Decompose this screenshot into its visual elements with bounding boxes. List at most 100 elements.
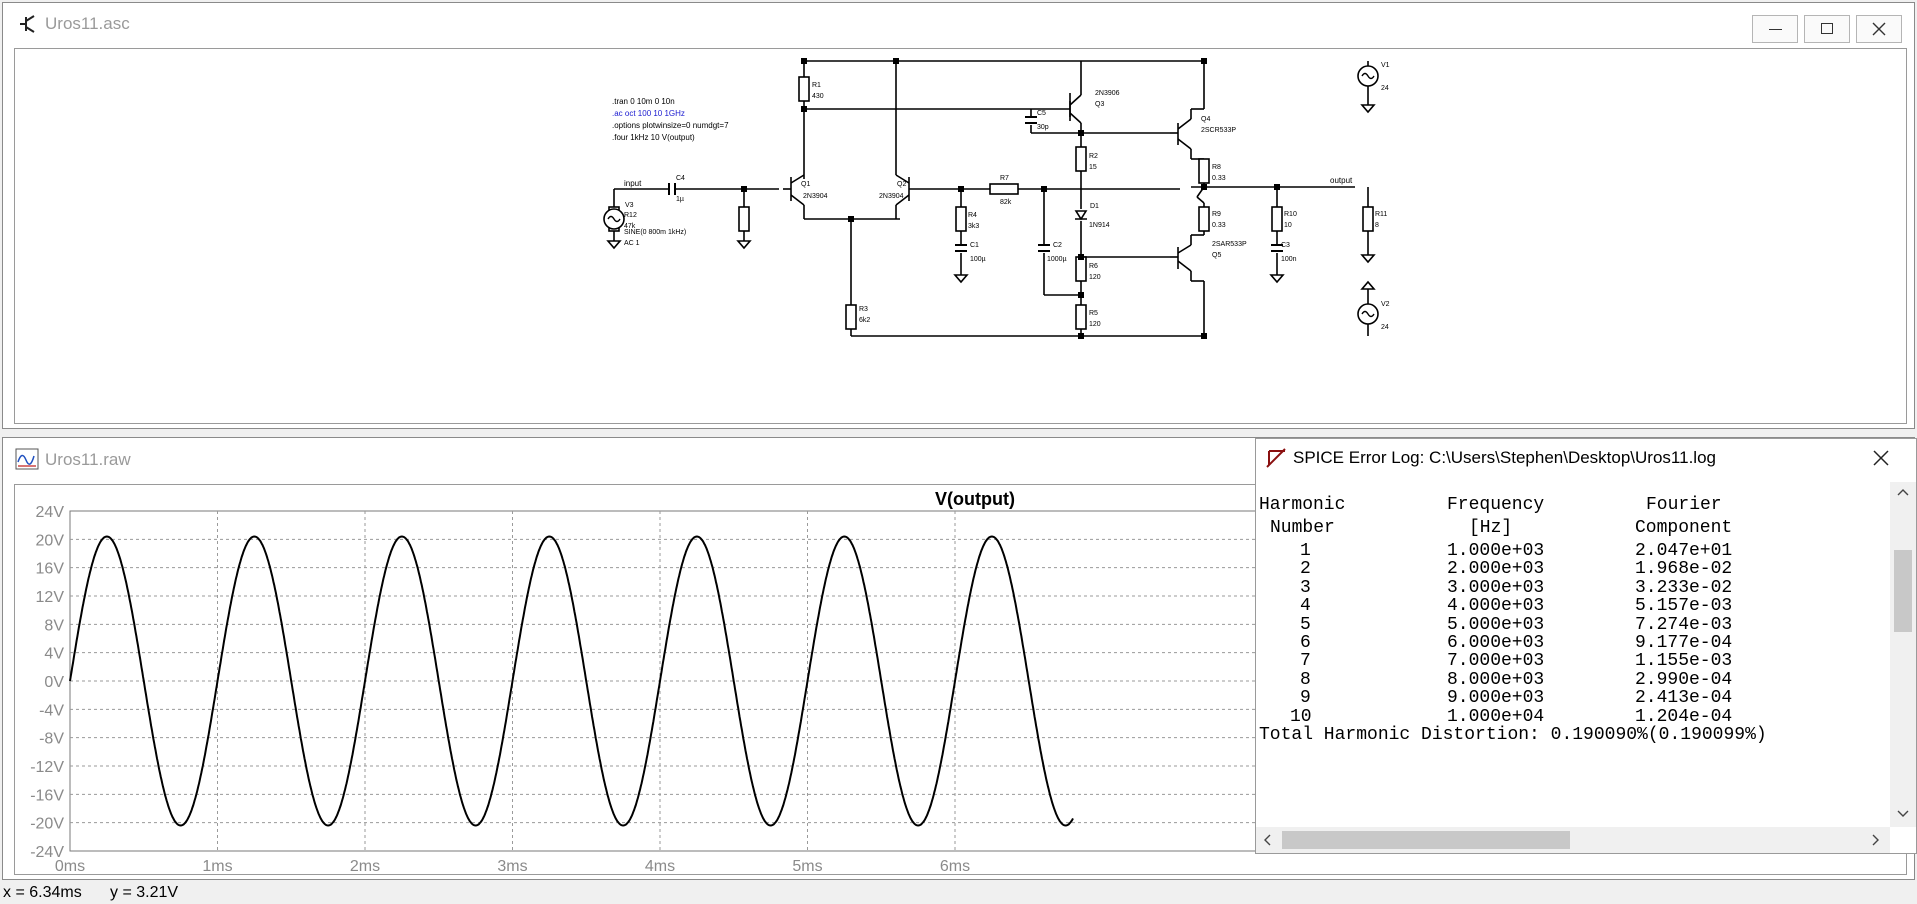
harmonic-number: 4 [1300, 596, 1311, 617]
svg-text:R10: R10 [1284, 211, 1297, 218]
y-tick-label: 0V [44, 674, 64, 691]
r1-value: 430 [812, 93, 824, 100]
trace-v-output[interactable] [69, 535, 1074, 827]
thd-line: Total Harmonic Distortion: 0.190090%(0.1… [1259, 725, 1879, 748]
q3-value: 2N3906 [1095, 90, 1120, 97]
svg-text:R6: R6 [1089, 263, 1098, 270]
q5-value: 2SAR533P [1212, 241, 1247, 248]
svg-text:Q2: Q2 [897, 181, 906, 188]
q2-value: 2N3904 [879, 193, 904, 200]
scroll-right-icon[interactable] [1872, 834, 1880, 846]
minimize-icon [1769, 29, 1782, 30]
v1-value: 24 [1381, 85, 1389, 92]
vertical-scrollbar[interactable] [1890, 482, 1916, 827]
header-fourier: Fourier [1646, 495, 1722, 515]
harmonic-number: 6 [1300, 633, 1311, 653]
svg-text:R12: R12 [624, 212, 637, 219]
horizontal-scroll-thumb[interactable] [1282, 831, 1570, 849]
fourier-component: 2.047e+01 [1635, 541, 1733, 561]
directive-options[interactable]: .options plotwinsize=0 numdgt=7 [612, 121, 729, 130]
harmonic-number: 9 [1300, 688, 1311, 709]
close-icon[interactable] [1873, 450, 1889, 466]
y-tick-label: 12V [36, 589, 65, 606]
y-tick-label: -20V [30, 816, 64, 833]
scroll-left-icon[interactable] [1263, 834, 1271, 846]
maximize-button[interactable] [1804, 15, 1850, 43]
header-component: Component [1635, 518, 1733, 538]
svg-text:R4: R4 [968, 212, 977, 219]
y-tick-label: 8V [44, 617, 64, 634]
q1-value: 2N3904 [803, 193, 828, 200]
x-tick-label: 5ms [792, 858, 822, 874]
schematic-canvas[interactable]: .tran 0 10m 0 10n .ac oct 100 10 1GHz .o… [14, 48, 1907, 424]
harmonic-frequency: 1.000e+04 [1447, 706, 1545, 727]
spice-error-log-dialog[interactable]: SPICE Error Log: C:\Users\Stephen\Deskto… [1255, 438, 1917, 854]
v2-value: 24 [1381, 324, 1389, 331]
horizontal-scrollbar[interactable] [1256, 827, 1890, 853]
fourier-component: 9.177e-04 [1635, 633, 1733, 653]
svg-text:Q5: Q5 [1212, 252, 1221, 259]
c2-value: 1000µ [1047, 256, 1067, 263]
trace-label[interactable]: V(output) [935, 489, 1015, 509]
harmonic-number: 5 [1300, 614, 1311, 635]
fourier-component: 1.968e-02 [1635, 559, 1733, 580]
x-tick-label: 6ms [940, 858, 970, 874]
directive-ac[interactable]: .ac oct 100 10 1GHz [612, 109, 685, 118]
harmonic-number: 10 [1290, 706, 1312, 727]
fourier-row: 3 3.000e+03 3.233e-02 [1259, 578, 1879, 601]
y-tick-label: 20V [36, 532, 65, 549]
fourier-row: 10 1.000e+04 1.204e-04 [1259, 707, 1879, 730]
r2-value: 15 [1089, 164, 1097, 171]
status-bar: x = 6.34ms y = 3.21V [0, 880, 1917, 904]
x-tick-label: 3ms [497, 858, 527, 874]
header-row-1: Harmonic Frequency Fourier [1259, 495, 1879, 518]
thd-text: Total Harmonic Distortion: 0.190090%(0.1… [1259, 725, 1767, 745]
header-row-2: Number [Hz] Component [1259, 518, 1879, 541]
svg-text:R2: R2 [1089, 153, 1098, 160]
fourier-component: 3.233e-02 [1635, 577, 1733, 598]
directive-tran[interactable]: .tran 0 10m 0 10n [612, 97, 675, 106]
circuit-schematic[interactable]: .tran 0 10m 0 10n .ac oct 100 10 1GHz .o… [15, 49, 1906, 423]
harmonic-frequency: 8.000e+03 [1447, 669, 1545, 690]
vertical-scroll-thumb[interactable] [1894, 550, 1912, 632]
spice-log-icon [1266, 448, 1286, 468]
svg-text:R7: R7 [1000, 175, 1009, 182]
svg-text:R8: R8 [1212, 164, 1221, 171]
harmonic-frequency: 6.000e+03 [1447, 633, 1545, 653]
y-tick-label: 16V [36, 561, 65, 578]
harmonic-number: 2 [1300, 559, 1311, 580]
r9-value: 0.33 [1212, 222, 1226, 229]
header-hz: [Hz] [1469, 518, 1513, 538]
harmonic-number: 3 [1300, 577, 1311, 598]
y-tick-label: -12V [30, 759, 64, 776]
svg-text:V3: V3 [625, 202, 634, 209]
y-tick-label: -16V [30, 787, 64, 804]
fourier-component: 1.204e-04 [1635, 706, 1733, 727]
fourier-component: 1.155e-03 [1635, 651, 1733, 672]
y-tick-label: -24V [30, 844, 64, 861]
directive-four[interactable]: .four 1kHz 10 V(output) [612, 133, 695, 142]
y-tick-label: -8V [39, 731, 64, 748]
spice-log-content[interactable]: Harmonic Frequency Fourier Number [Hz] C… [1259, 482, 1887, 827]
schematic-titlebar[interactable]: Uros11.asc [3, 3, 1914, 46]
schematic-window[interactable]: Uros11.asc [2, 2, 1915, 429]
v3-value: SINE(0 800m 1kHz) [624, 229, 686, 236]
harmonic-frequency: 3.000e+03 [1447, 577, 1545, 598]
r3-value: 6k2 [859, 317, 870, 324]
spice-log-title: SPICE Error Log: C:\Users\Stephen\Deskto… [1293, 448, 1716, 467]
y-tick-label: 4V [44, 646, 64, 663]
restore-icon [1821, 23, 1833, 34]
x-tick-label: 1ms [202, 858, 232, 874]
minimize-button[interactable] [1752, 15, 1798, 43]
harmonic-number: 7 [1300, 651, 1311, 672]
fourier-component: 7.274e-03 [1635, 614, 1733, 635]
scroll-down-icon[interactable] [1897, 810, 1909, 818]
close-button[interactable] [1856, 15, 1902, 43]
c1-value: 100µ [970, 256, 986, 263]
scroll-up-icon[interactable] [1897, 488, 1909, 496]
d1-value: 1N914 [1089, 222, 1110, 229]
